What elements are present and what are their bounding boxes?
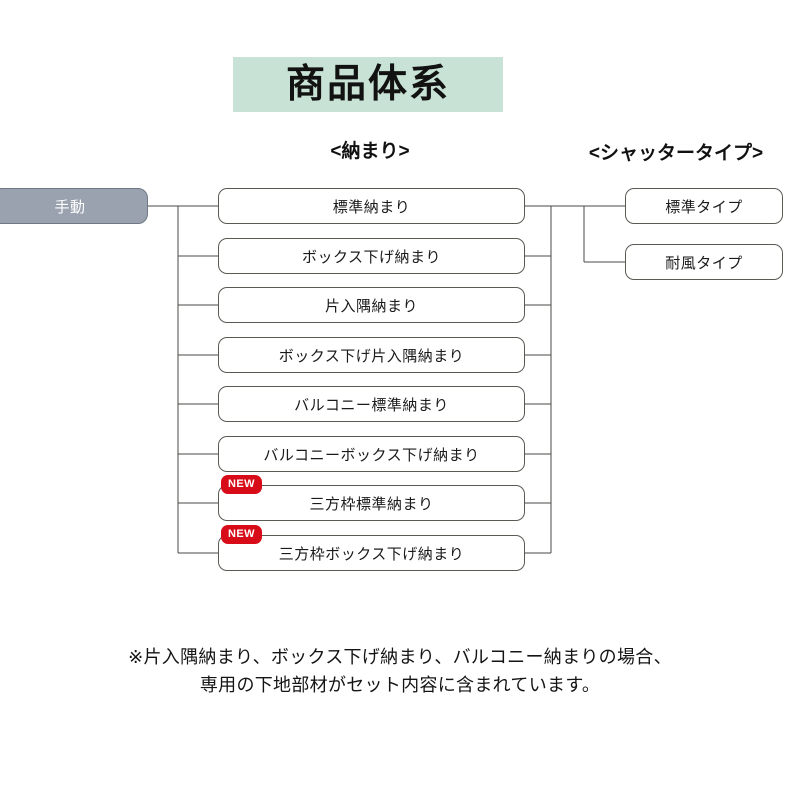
node-label: 標準納まり	[332, 198, 411, 216]
node-label: バルコニー標準納まり	[294, 396, 449, 414]
node-shutter-1[interactable]: 標準タイプ	[625, 188, 783, 224]
page-title: 商品体系	[285, 63, 450, 106]
node-label: 片入隅納まり	[324, 297, 418, 315]
new-badge: NEW	[221, 525, 262, 544]
node-root-manual[interactable]: 手動	[0, 188, 148, 224]
node-osamari-7[interactable]: NEW 三方枠標準納まり	[218, 475, 525, 521]
footnote-line-2: 専用の下地部材がセット内容に含まれています。	[199, 674, 601, 695]
node-label: 標準タイプ	[665, 198, 743, 216]
node-shutter-2[interactable]: 耐風タイプ	[625, 244, 783, 280]
column-heading-osamari: <納まり>	[330, 141, 410, 162]
node-osamari-8[interactable]: NEW 三方枠ボックス下げ納まり	[218, 525, 525, 571]
node-label: バルコニーボックス下げ納まり	[263, 446, 480, 464]
node-osamari-2[interactable]: ボックス下げ納まり	[218, 238, 525, 274]
node-label: 三方枠ボックス下げ納まり	[278, 545, 465, 563]
node-osamari-1[interactable]: 標準納まり	[218, 188, 525, 224]
footnote: ※片入隅納まり、ボックス下げ納まり、バルコニー納まりの場合、 専用の下地部材がセ…	[0, 644, 800, 700]
node-label: 耐風タイプ	[665, 254, 743, 272]
node-osamari-6[interactable]: バルコニーボックス下げ納まり	[218, 436, 525, 472]
node-label: 三方枠標準納まり	[309, 495, 434, 513]
node-osamari-3[interactable]: 片入隅納まり	[218, 287, 525, 323]
new-badge: NEW	[221, 475, 262, 494]
node-osamari-5[interactable]: バルコニー標準納まり	[218, 386, 525, 422]
footnote-line-1: ※片入隅納まり、ボックス下げ納まり、バルコニー納まりの場合、	[128, 647, 672, 667]
node-label: ボックス下げ納まり	[301, 248, 442, 266]
title-band: 商品体系	[233, 57, 503, 112]
node-osamari-4[interactable]: ボックス下げ片入隅納まり	[218, 337, 525, 373]
column-heading-shutter: <シャッタータイプ>	[588, 143, 764, 164]
node-root-label: 手動	[54, 198, 86, 216]
node-label: ボックス下げ片入隅納まり	[278, 347, 465, 365]
